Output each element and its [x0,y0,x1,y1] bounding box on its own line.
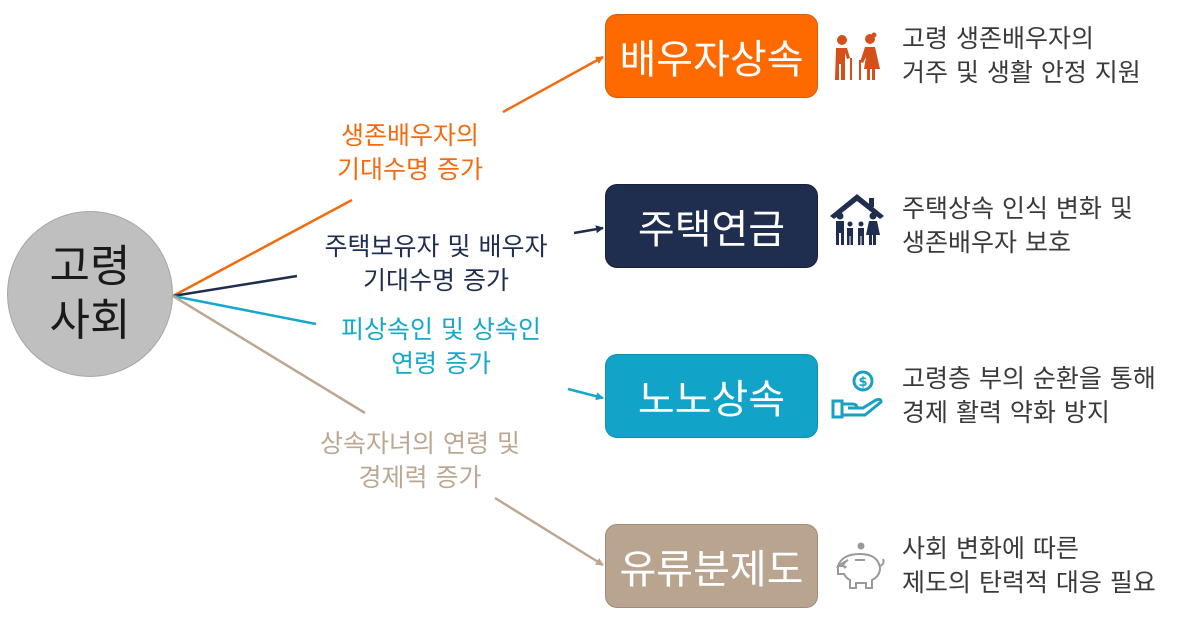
arrow-spouse [502,55,604,114]
desc-forced-heirship: 사회 변화에 따른 제도의 탄력적 대응 필요 [902,534,1156,597]
line-spouse-start [172,198,353,298]
desc-spouse-inheritance: 고령 생존배우자의 거주 및 생활 안정 지원 [902,24,1141,87]
line-elderly-start [172,294,317,326]
desc-elderly-inheritance: 고령층 부의 순환을 통해 경제 활력 약화 방지 [902,364,1156,427]
cause-label-elderly: 피상속인 및 상속인 연령 증가 [341,315,541,378]
box-elderly-inheritance: 노노상속 [605,354,818,438]
arrow-forced-heirship [494,496,604,567]
box-spouse-inheritance: 배우자상속 [605,14,818,98]
hub-circle-aging-society: 고령 사회 [7,211,173,377]
elderly-couple-icon [835,32,880,80]
line-forced-heirship-start [172,294,366,415]
arrow-housing [573,225,604,235]
desc-housing-pension: 주택상속 인식 변화 및 생존배우자 보호 [902,194,1133,257]
hand-coin-icon: $ [831,370,883,419]
family-house-icon [830,194,884,245]
piggy-bank-icon [836,542,885,589]
svg-text:$: $ [858,375,867,390]
cause-label-spouse: 생존배우자의 기대수명 증가 [337,121,483,184]
line-housing-start [172,274,298,298]
arrow-elderly [567,387,604,401]
cause-label-forced-heirship: 상속자녀의 연령 및 경제력 증가 [320,429,520,492]
cause-label-housing: 주택보유자 및 배우자 기대수명 증가 [324,232,548,295]
hub-line1: 고령 [49,241,131,292]
hub-line2: 사회 [49,295,131,346]
box-housing-pension: 주택연금 [605,184,818,268]
box-forced-heirship: 유류분제도 [605,524,818,608]
